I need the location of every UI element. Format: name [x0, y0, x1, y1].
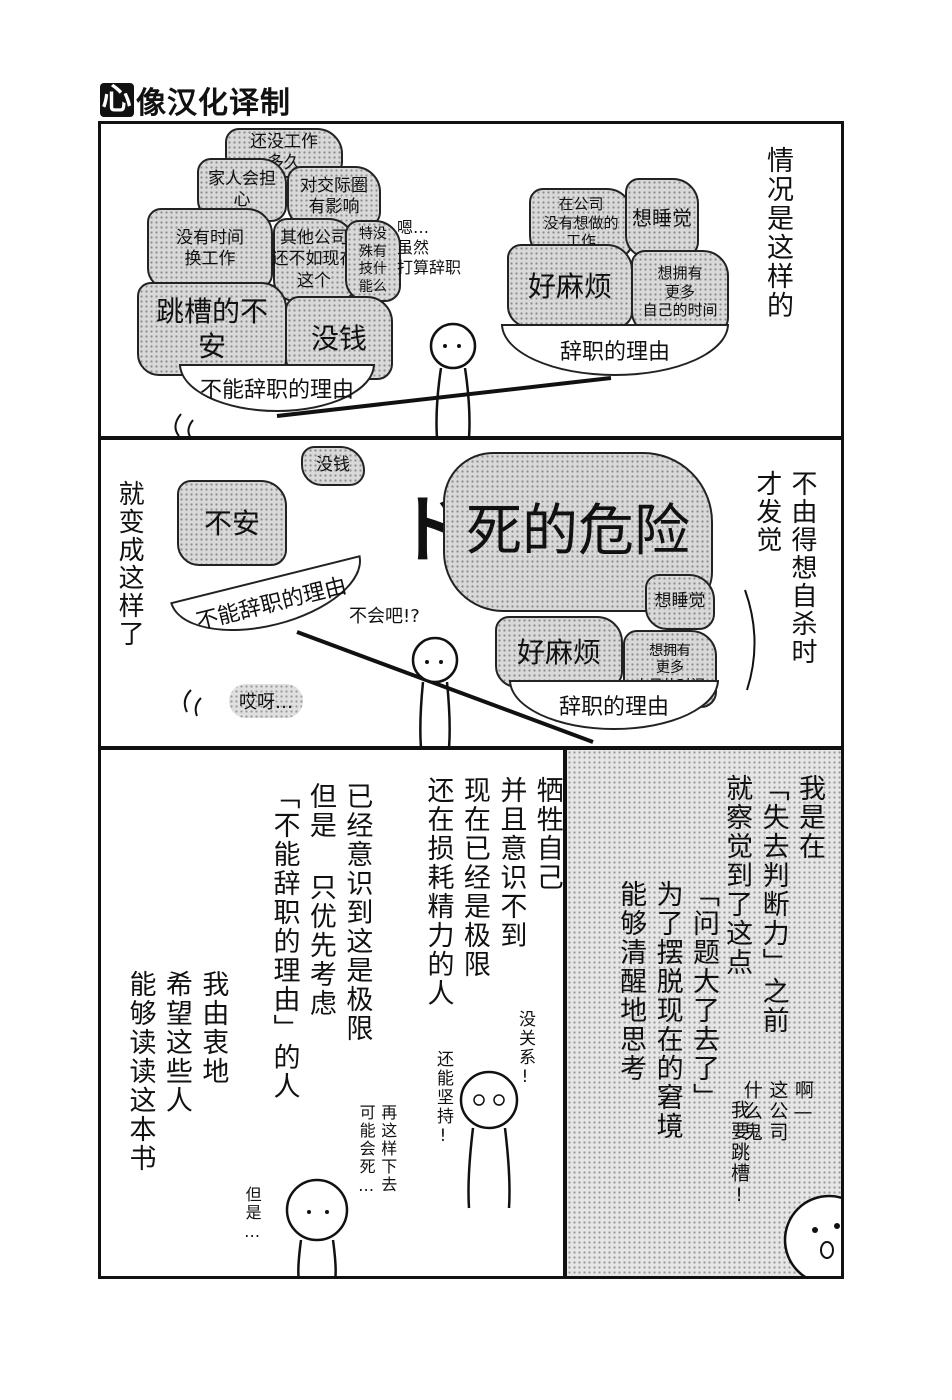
murmur-text: 嗯… 虽然 打算辞职 — [397, 218, 462, 277]
panel-1-narration: 情况是这样的 — [762, 146, 793, 320]
rock-social-circle: 对交际圈 有影响 — [287, 166, 381, 228]
panel-3-text-a: 牺牲自己 并且意识不到 现在已经是极限 还在损耗精力的人 — [422, 776, 563, 1008]
rock-no-skill: 特没 殊有 技什 能么 — [345, 220, 401, 302]
panel-2-narration-right: 不由得想自杀时 才发觉 — [751, 470, 817, 666]
bubble-but: 但是… — [242, 1186, 262, 1243]
rock-other-company: 其他公司 还不如现在 这个 — [272, 218, 357, 302]
rock-no-money: 没钱 — [285, 296, 393, 380]
panel-3-text-b: 已经意识到这是极限 但是 只优先考虑 「不能辞职的理由」的人 — [268, 782, 373, 1101]
panel-2: 不由得想自杀时 才发觉 就变成这样了 没钱 不安 不能辞职的理由 不会吧!? 哎… — [98, 437, 844, 749]
credit-text: 像汉化译制 — [136, 86, 291, 121]
panel-4-text-b: 「问题大了去了」 为了摆脱现在的窘境 能够清醒地思考 — [615, 880, 719, 1141]
rock-anxiety-small: 不安 — [177, 480, 287, 566]
panel-4-speech-2: 我要跳槽! — [728, 1100, 750, 1208]
scale-beam — [174, 322, 612, 436]
rock-no-money-small: 没钱 — [301, 446, 365, 486]
tilted-scale-beam — [183, 589, 756, 746]
panel-3: 牺牲自己 并且意识不到 现在已经是极限 还在损耗精力的人 已经意识到这是极限 但… — [98, 747, 566, 1279]
rock-sleepy-2: 想睡觉 — [645, 574, 715, 630]
determined-person — [783, 1194, 841, 1276]
rock-death-risk: 死的危险 — [443, 452, 713, 612]
rock-sleepy: 想睡觉 — [625, 178, 699, 258]
rock-troublesome-2: 好麻烦 — [495, 616, 623, 688]
panel-3-text-c: 我由衷地 希望这些人 能够读读这本书 — [124, 970, 229, 1173]
panel-4-text-a: 我是在 「失去判断力」之前 就察觉到了这点 — [721, 774, 825, 1035]
rock-no-time: 没有时间 换工作 — [147, 208, 273, 290]
sigh-bubble: 哎呀… — [229, 684, 303, 718]
bubble-may-die: 再这样下去 可能会死… — [356, 1104, 398, 1197]
panel-4-speech: 啊— 这公司 什么鬼 — [740, 1080, 814, 1143]
rock-anxiety: 跳槽的不安 — [137, 282, 287, 376]
worried-people — [285, 1070, 519, 1276]
panel-2-narration-left: 就变成这样了 — [114, 480, 145, 648]
bubble-can-hold-on: 还能坚持! — [432, 1050, 453, 1148]
bubble-its-fine: 没关系! — [514, 1010, 535, 1089]
panel-4: 我是在 「失去判断力」之前 就察觉到了这点 「问题大了去了」 为了摆脱现在的窘境… — [564, 747, 844, 1279]
panel-1: 情况是这样的 还没工作 多久 家人会担心 对交际圈 有影响 没有时间 换工作 其… — [98, 121, 844, 439]
credit-badge: 心 — [100, 82, 134, 117]
rock-troublesome: 好麻烦 — [507, 244, 633, 328]
translation-credit: 心 像汉化译制 — [100, 78, 291, 122]
exclaim-text: 不会吧!? — [349, 606, 420, 627]
